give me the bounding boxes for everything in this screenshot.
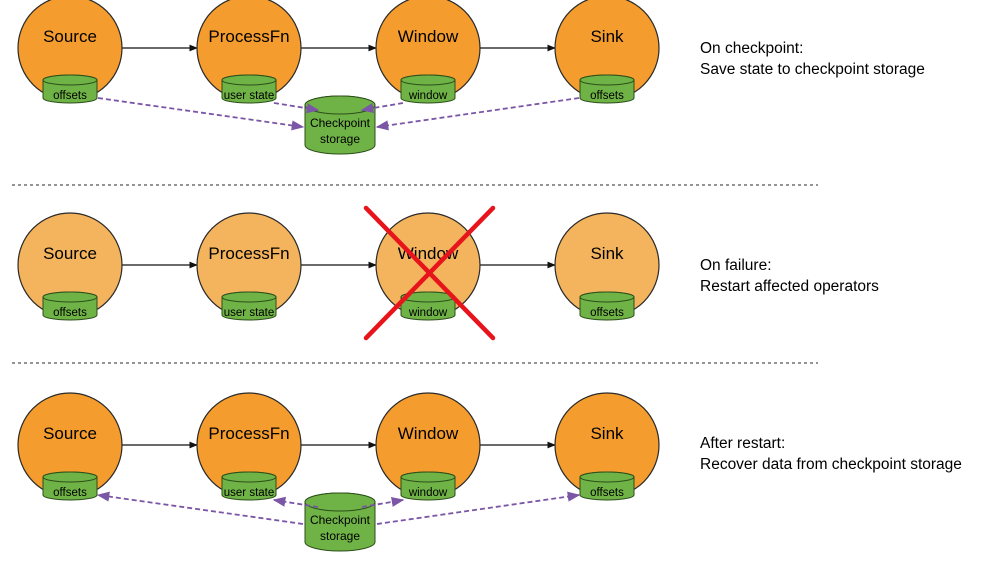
operator-window: Window window: [375, 392, 481, 501]
operator-sink: Sink offsets: [554, 0, 660, 104]
caption-failure-detail: Restart affected operators: [700, 278, 879, 295]
operator-name: Window: [398, 27, 459, 46]
caption-restart: After restart: Recover data from checkpo…: [700, 433, 962, 475]
cylinder-icon: [42, 74, 98, 104]
database-icon: [304, 95, 376, 155]
cylinder-icon: [400, 471, 456, 501]
caption-failure: On failure: Restart affected operators: [700, 255, 879, 297]
operator-processfn: ProcessFn user state: [196, 392, 302, 501]
caption-restart-detail: Recover data from checkpoint storage: [700, 456, 962, 473]
caption-restart-title: After restart:: [700, 435, 786, 452]
row-checkpoint: Source offsets ProcessFn user state Window wi…: [17, 0, 660, 155]
operator-source: Source offsets: [17, 212, 123, 321]
cylinder-icon: [221, 74, 277, 104]
state-label: offsets: [53, 487, 87, 499]
state-label: window: [408, 487, 448, 499]
storage-label-line2: storage: [320, 132, 360, 146]
state-transfer-arrow: [376, 491, 581, 525]
state-transfer-arrow: [97, 97, 305, 131]
state-label: user state: [224, 90, 275, 102]
operator-source: Source offsets: [17, 392, 123, 501]
operator-name: Sink: [590, 424, 624, 443]
state-label: offsets: [53, 90, 87, 102]
caption-checkpoint: On checkpoint: Save state to checkpoint …: [700, 38, 925, 80]
checkpoint-storage: Checkpoint storage: [304, 492, 376, 552]
row-failure: Source offsets ProcessFn user state Windowwi…: [17, 205, 660, 341]
operator-name: ProcessFn: [208, 424, 289, 443]
state-label: offsets: [590, 90, 624, 102]
cylinder-icon: [42, 471, 98, 501]
operator-name: Source: [43, 424, 97, 443]
caption-checkpoint-detail: Save state to checkpoint storage: [700, 61, 925, 78]
state-transfer-arrow: [360, 102, 404, 114]
operator-name: Source: [43, 244, 97, 263]
state-label: offsets: [53, 307, 87, 319]
storage-label-line2: storage: [320, 529, 360, 543]
cylinder-icon: [579, 471, 635, 501]
operator-name: ProcessFn: [208, 244, 289, 263]
operator-name: Source: [43, 27, 97, 46]
cylinder-icon: [400, 74, 456, 104]
cylinder-icon: [221, 471, 277, 501]
state-transfer-arrow: [375, 97, 580, 131]
row-restart: Source offsets ProcessFn user state Window wi…: [17, 392, 660, 552]
operator-name: Sink: [590, 244, 624, 263]
caption-failure-title: On failure:: [700, 257, 772, 274]
state-label: offsets: [590, 487, 624, 499]
state-label: user state: [224, 307, 275, 319]
cylinder-icon: [42, 291, 98, 321]
operator-processfn: ProcessFn user state: [196, 0, 302, 104]
operator-name: Sink: [590, 27, 624, 46]
cylinder-icon: [579, 291, 635, 321]
operator-sink: Sink offsets: [554, 392, 660, 501]
operator-processfn: ProcessFn user state: [196, 212, 302, 321]
cylinder-icon: [400, 291, 456, 321]
red-x-cross-icon: [363, 205, 496, 341]
storage-label-line1: Checkpoint: [310, 513, 371, 527]
cylinder-icon: [579, 74, 635, 104]
state-label: window: [408, 90, 448, 102]
state-transfer-arrow: [96, 491, 304, 525]
operator-sink: Sink offsets: [554, 212, 660, 321]
operator-source: Source offsets: [17, 0, 123, 104]
operator-name: ProcessFn: [208, 27, 289, 46]
checkpoint-storage: Checkpoint storage: [304, 95, 376, 155]
operator-name: Window: [398, 424, 459, 443]
state-transfer-arrow: [361, 496, 405, 508]
state-label: offsets: [590, 307, 624, 319]
database-icon: [304, 492, 376, 552]
state-label: user state: [224, 487, 275, 499]
caption-checkpoint-title: On checkpoint:: [700, 40, 804, 57]
storage-label-line1: Checkpoint: [310, 116, 371, 130]
state-label: window: [408, 307, 448, 319]
operator-window: Window window: [375, 0, 481, 104]
cylinder-icon: [221, 291, 277, 321]
